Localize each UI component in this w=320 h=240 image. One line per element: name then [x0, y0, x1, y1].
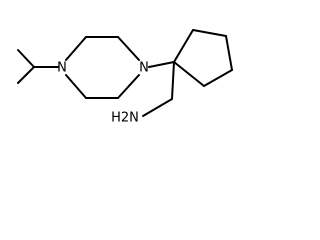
piperazine-bond-1 — [65, 36, 87, 61]
quaternary-to-ch2-bond — [171, 61, 175, 100]
molecule-diagram: N N H2N — [17, 29, 233, 126]
cyclopentane-bond-4 — [203, 69, 233, 87]
cyclopentane-bond-5 — [173, 61, 205, 87]
isopropyl-bond-upper — [17, 49, 35, 68]
nitrogen-left-label: N — [57, 61, 67, 76]
structure-canvas: N N H2N — [0, 0, 246, 127]
isopropyl-bond-lower — [17, 66, 35, 84]
cyclopentane-bond-1 — [173, 29, 194, 63]
n-to-cyclopentane-bond — [148, 61, 175, 68]
cyclopentane-bond-3 — [225, 35, 233, 71]
piperazine-bond-4 — [117, 74, 140, 99]
piperazine-bond-3 — [117, 36, 140, 61]
piperazine-bond-6 — [65, 74, 87, 99]
nitrogen-right-label: N — [139, 61, 149, 76]
cyclopentane-bond-2 — [192, 29, 227, 37]
amine-label: H2N — [111, 111, 139, 126]
ch2-to-nh2-bond — [142, 98, 173, 117]
